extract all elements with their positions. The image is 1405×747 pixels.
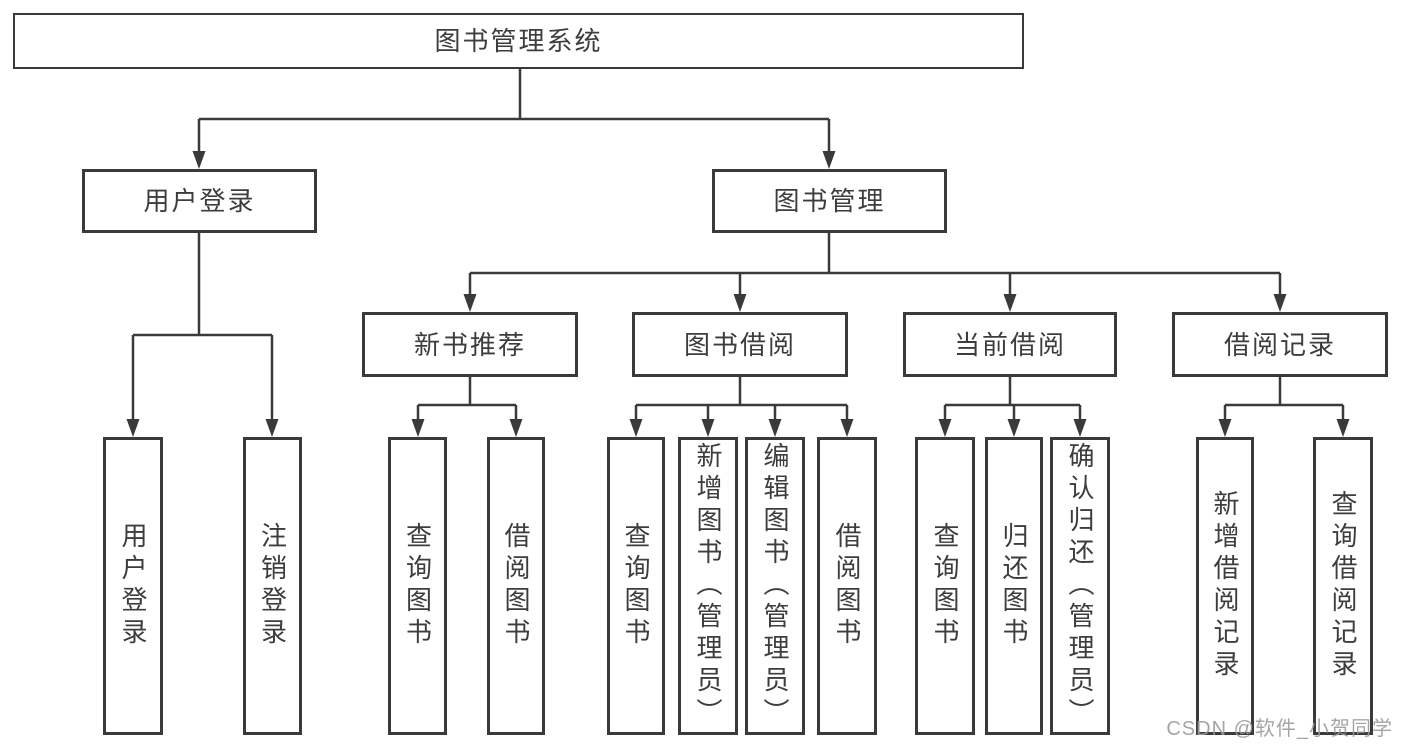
leaf-label: 借阅图书 (832, 522, 862, 650)
arrowhead (1003, 294, 1017, 312)
arrowhead (701, 419, 715, 437)
arrowhead (733, 294, 747, 312)
leaf-borrow-books-recommend: 借阅图书 (487, 437, 545, 735)
node-label: 图书管理系统 (434, 26, 603, 56)
leaf-user-login: 用户登录 (103, 437, 163, 735)
leaf-query-books-borrowing: 查询图书 (607, 437, 665, 735)
leaf-confirm-return-admin: 确认归还（管理员） (1050, 437, 1110, 735)
node-label: 新书推荐 (413, 329, 526, 360)
leaf-query-books-current: 查询图书 (915, 437, 975, 735)
node-user-login: 用户登录 (82, 169, 317, 233)
arrowhead (265, 419, 279, 437)
arrowhead (192, 151, 206, 169)
leaf-label: 查询图书 (930, 522, 960, 650)
connector-borrowing-records-children (1218, 377, 1350, 437)
leaf-label: 用户登录 (118, 522, 148, 650)
node-label: 用户登录 (143, 186, 256, 216)
arrowhead (1336, 419, 1350, 437)
leaf-edit-book-admin: 编辑图书（管理员） (745, 437, 805, 735)
leaf-label: 归还图书 (999, 522, 1029, 650)
arrowhead (1218, 419, 1232, 437)
node-label: 当前借阅 (953, 329, 1066, 360)
connector-book-borrowing-children (629, 377, 854, 437)
arrowhead (1273, 294, 1287, 312)
arrowhead (411, 419, 425, 437)
connector-root-to-level2 (192, 69, 836, 169)
leaf-label: 确认归还（管理员） (1065, 442, 1095, 730)
leaf-add-book-admin: 新增图书（管理员） (678, 437, 738, 735)
leaf-query-borrow-record: 查询借阅记录 (1313, 437, 1373, 735)
leaf-label: 查询图书 (402, 522, 433, 650)
node-label: 借阅记录 (1223, 329, 1336, 360)
arrowhead (1073, 419, 1087, 437)
connector-book-management-children (463, 233, 1287, 312)
leaf-logout: 注销登录 (243, 437, 302, 735)
arrowhead (463, 294, 477, 312)
node-label: 图书借阅 (683, 329, 796, 360)
leaf-label: 查询借阅记录 (1328, 490, 1358, 682)
leaf-label: 借阅图书 (501, 522, 531, 650)
leaf-label: 注销登录 (257, 522, 288, 650)
arrowhead (509, 419, 523, 437)
leaf-label: 编辑图书（管理员） (760, 442, 790, 730)
leaf-add-borrow-record: 新增借阅记录 (1196, 437, 1254, 735)
arrowhead (840, 419, 854, 437)
node-library-system: 图书管理系统 (13, 13, 1024, 69)
node-label: 图书管理 (773, 186, 886, 216)
node-new-book-recommendation: 新书推荐 (362, 312, 578, 377)
leaf-query-books-recommend: 查询图书 (388, 437, 447, 735)
node-current-borrowing: 当前借阅 (903, 312, 1117, 377)
leaf-label: 新增借阅记录 (1210, 490, 1240, 682)
arrowhead (1007, 419, 1021, 437)
connector-new-book-recommendation-children (411, 377, 523, 437)
connector-user-login-children (126, 233, 279, 437)
leaf-label: 新增图书（管理员） (693, 442, 723, 730)
arrowhead (768, 419, 782, 437)
node-book-borrowing: 图书借阅 (632, 312, 848, 377)
node-book-management: 图书管理 (712, 169, 947, 233)
node-borrowing-records: 借阅记录 (1172, 312, 1388, 377)
arrowhead (938, 419, 952, 437)
leaf-label: 查询图书 (621, 522, 651, 650)
leaf-return-books: 归还图书 (985, 437, 1043, 735)
arrowhead (126, 419, 140, 437)
arrowhead (822, 151, 836, 169)
leaf-borrow-books-borrowing: 借阅图书 (817, 437, 877, 735)
arrowhead (629, 419, 643, 437)
csdn-watermark: CSDN @软件_小贺同学 (1166, 718, 1393, 740)
connector-current-borrowing-children (938, 377, 1087, 437)
